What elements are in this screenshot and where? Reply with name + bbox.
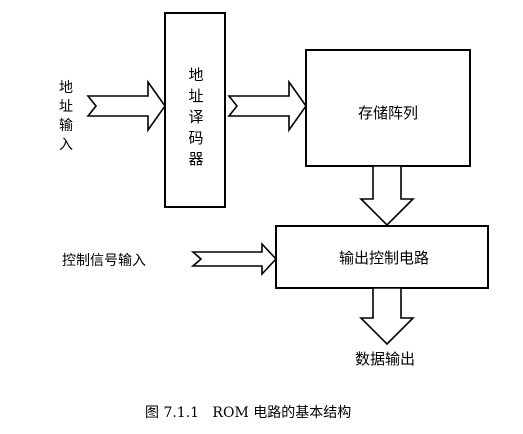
decoder-label-4: 码 <box>188 129 203 147</box>
control-signal-label: 控制信号输入 <box>62 253 146 269</box>
memory-array-label: 存储阵列 <box>358 104 418 122</box>
decoder-label-5: 器 <box>188 150 203 168</box>
address-input-arrow <box>86 79 166 133</box>
array-to-output-arrow <box>359 165 415 227</box>
output-control-box <box>275 225 489 289</box>
decoder-label-2: 址 <box>188 87 203 105</box>
decoder-label-1: 地 <box>188 66 203 84</box>
address-input-label-1: 地 <box>59 80 73 96</box>
address-input-label-3: 输 <box>59 118 73 134</box>
address-input-label-2: 址 <box>59 99 73 115</box>
figure-caption: 图 7.1.1 ROM 电路的基本结构 <box>145 404 351 421</box>
decoder-to-array-arrow <box>227 79 307 133</box>
memory-array-box <box>305 49 471 167</box>
address-decoder-box <box>164 12 226 208</box>
address-input-label-4: 入 <box>59 137 73 153</box>
output-control-label: 输出控制电路 <box>339 249 429 267</box>
control-signal-arrow <box>190 241 278 277</box>
data-output-label: 数据输出 <box>355 350 415 368</box>
decoder-label-3: 译 <box>188 108 203 126</box>
data-output-arrow <box>359 287 415 346</box>
